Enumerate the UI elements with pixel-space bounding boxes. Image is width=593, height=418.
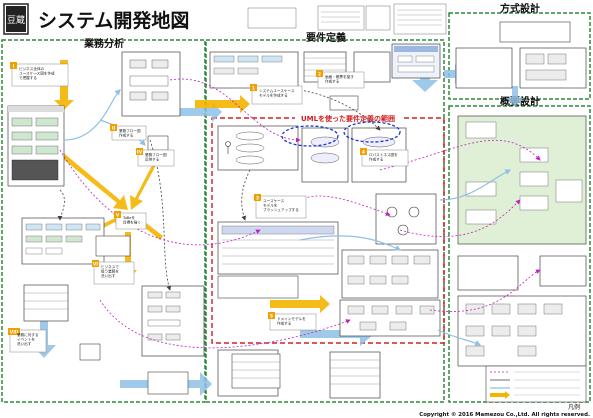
step-text: ビジネス全体のユースケース図を作成で把握する [19,66,55,80]
step-number: VIII [10,329,19,335]
business-diagrams [7,51,205,395]
step-text: 業務フロー図作成する [119,128,141,138]
step-callout: 2 画面・帳票を描き作成する [316,70,365,89]
step-number: 4 [362,149,365,155]
uml-scope-label: UMLを使った要件定義の範囲 [301,114,395,123]
step-number-badge [8,328,20,335]
step-text: 業務に対するイベントを洗い出す [17,332,39,346]
step-number-badge [10,62,17,69]
step-callout: 4 ロバストネス図を作成する [360,148,409,167]
step-number: IV [137,149,143,155]
legend-title: 凡例 [568,403,580,411]
step-text: ビジネスで扱う業務を洗い出す [101,264,119,278]
block-arrow-icon [490,391,510,399]
page-title: システム開発地図 [38,9,189,32]
step-text: ユースケースモデルをブラッシュアップする [263,198,299,212]
step-number-badge [114,211,121,218]
step-text: ドメインモデルを作成する [277,316,306,326]
step-number: 3 [256,195,259,201]
logo: 豆蔵 [3,3,29,35]
step-text: システムユースケースモデルを作成する [259,88,295,98]
step-number: VI [93,261,98,267]
business-section-frame [1,39,206,403]
step-number-badge [136,148,143,155]
section-title-method: 方式設計 [500,2,540,15]
section-title-requirements: 要件定義 [306,31,346,44]
copyright: Copyright © 2016 Mamezou Co.,Ltd. All ri… [419,412,590,418]
step-text: ロバストネス図を作成する [369,152,398,162]
uml-scope-label-bg [295,112,401,124]
step-text: 画面・帳票を描き作成する [325,74,354,84]
logo-text: 豆蔵 [7,14,25,26]
legend [485,365,587,403]
step-number-badge [254,194,261,201]
step-number: II [112,125,116,131]
step-callout: 3 ユースケースモデルをブラッシュアップする [254,194,307,219]
step-number-badge [92,260,99,267]
section-title-business: 業務分析 [83,37,124,50]
step-number-badge [110,124,117,131]
step-number-badge [316,70,323,77]
header-documents [247,3,447,35]
step-number-badge [250,84,257,91]
requirements-diagrams [209,43,441,399]
step-number: V [116,212,120,218]
design-diagrams [455,21,587,367]
step-callout: 5 ドメインモデルを作成する [268,312,317,331]
step-text: 業務フロー図反映する [145,152,167,162]
step-number: I [13,63,15,69]
step-number-badge [268,312,275,319]
step-number: 1 [252,85,255,91]
step-number-badge [360,148,367,155]
step-text: ToBeを目標を描く [122,215,141,225]
step-callout: I ビジネス全体のユースケース図を作成で把握する [10,62,69,87]
step-number: 5 [270,313,273,319]
step-number: 2 [318,71,321,77]
step-callout: 1 システムユースケースモデルを作成する [250,84,303,105]
